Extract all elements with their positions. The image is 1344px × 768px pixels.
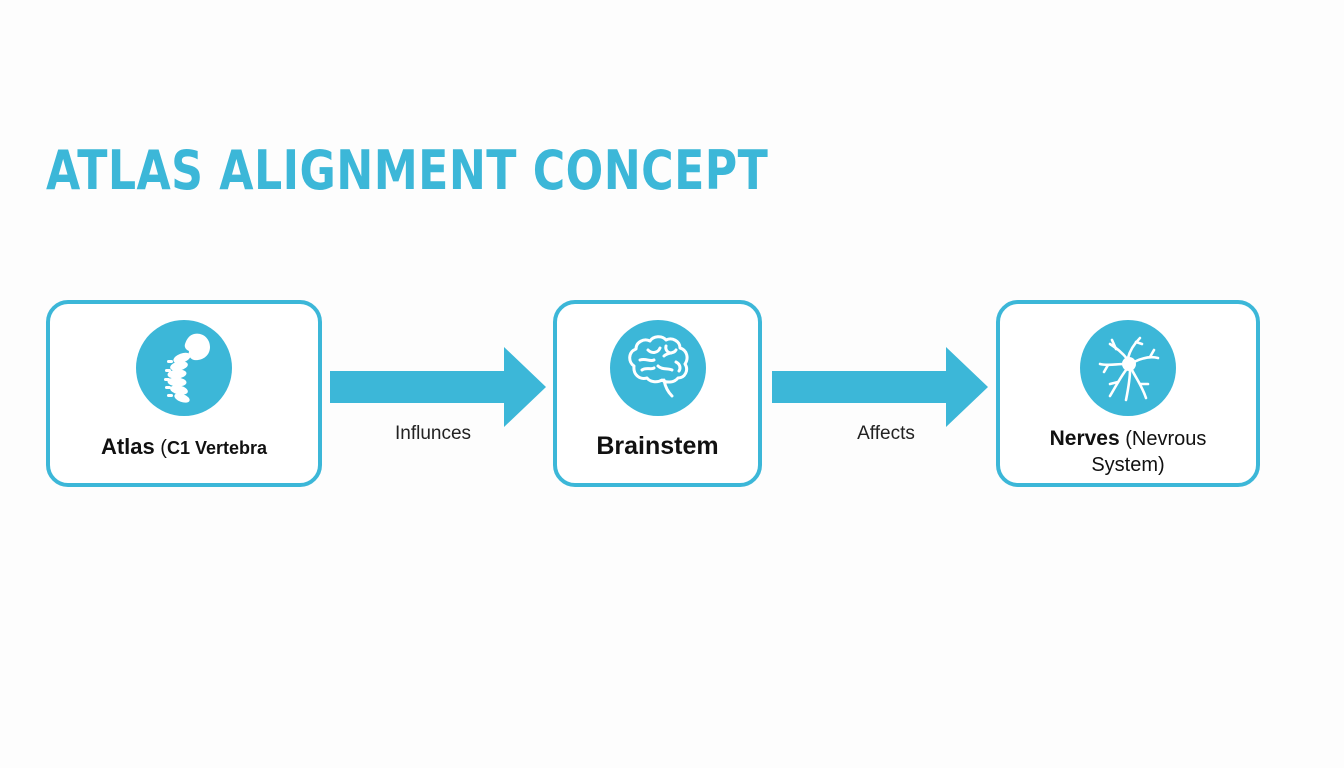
node-label-brainstem: Brainstem (596, 432, 719, 460)
node-label-main: Atlas (100, 434, 155, 459)
node-label-paren: ( (1119, 428, 1132, 450)
node-atlas: Atlas (C1 Vertebra (46, 300, 322, 487)
diagram-title: ATLAS ALIGNMENT CONCEPT (46, 139, 769, 202)
brain-icon (609, 320, 706, 416)
node-label-atlas: Atlas (C1 Vertebra (50, 434, 318, 460)
node-label-sub: C1 Vertebra (166, 438, 268, 458)
node-brainstem: Brainstem (553, 300, 762, 487)
node-label-line2: System) (1091, 454, 1165, 476)
arrow-right-icon (330, 347, 546, 427)
arrow-right-icon (772, 347, 988, 427)
node-nerves: Nerves (Nevrous System) (996, 300, 1260, 487)
neuron-icon (1080, 320, 1176, 416)
node-label-paren: ( (154, 437, 167, 459)
node-label-sub: Nevrous (1131, 428, 1207, 450)
node-label-line1: Nerves (Nevrous (1000, 426, 1256, 452)
node-label-nerves: Nerves (Nevrous System) (1000, 426, 1256, 478)
spine-icon (136, 320, 232, 416)
edge-label-influences: Influnces (394, 423, 472, 444)
edge-label-affects: Affects (857, 423, 915, 444)
node-label-main: Nerves (1049, 427, 1120, 450)
